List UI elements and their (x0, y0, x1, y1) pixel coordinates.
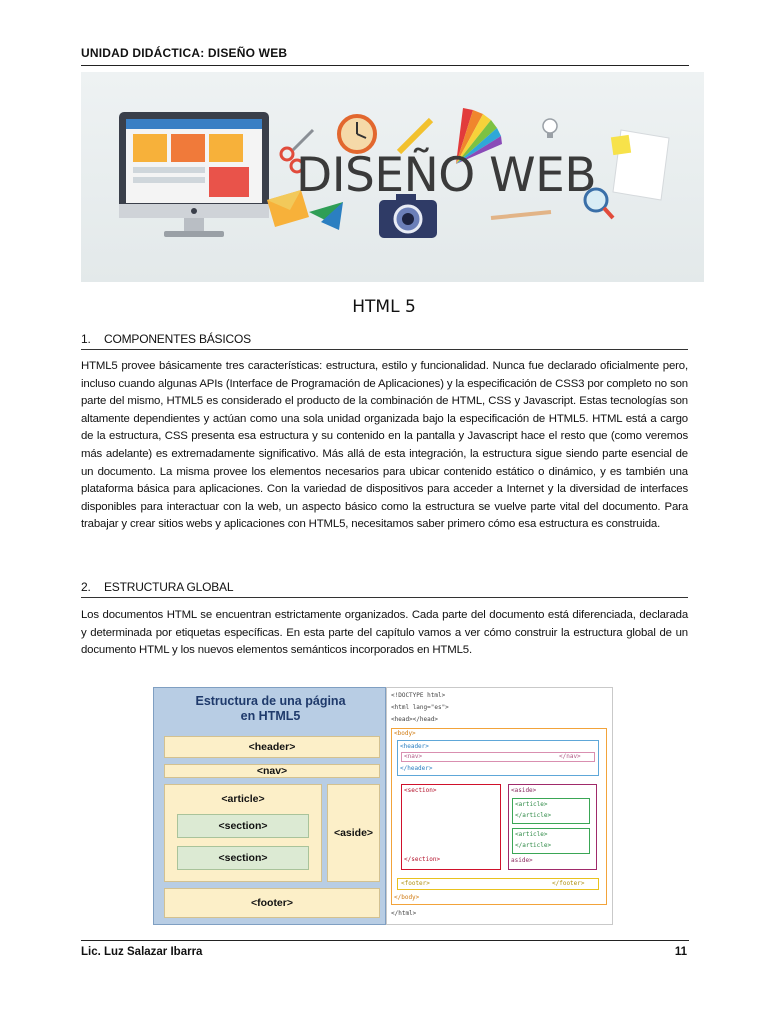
section-heading-text: ESTRUCTURA GLOBAL (104, 580, 234, 594)
code-footer-open: <footer> (401, 880, 430, 887)
code-head: <head></head> (391, 716, 438, 723)
code-article-close-2: </article> (515, 842, 552, 849)
header-divider (81, 65, 689, 66)
scissors-icon (279, 146, 295, 162)
diagram-section-box-1: <section> (177, 814, 309, 838)
code-aside-open: <aside> (511, 787, 537, 794)
code-article-box-1 (512, 798, 590, 824)
banner-illustration (119, 108, 670, 238)
code-aside-box (508, 784, 597, 870)
code-aside-close: aside> (511, 857, 533, 864)
code-article-open-1: <article> (515, 801, 548, 808)
code-doctype: <!DOCTYPE html> (391, 692, 446, 699)
section-number: 1. (81, 332, 91, 346)
html5-structure-diagram: Estructura de una página en HTML5 <heade… (153, 687, 613, 925)
code-section-box (401, 784, 501, 870)
footer-author: Lic. Luz Salazar Ibarra (81, 946, 203, 958)
color-palette-icon (456, 108, 473, 164)
code-footer-close: </footer> (552, 880, 585, 887)
diagram-title-line2: en HTML5 (240, 709, 301, 723)
section-heading-text: COMPONENTES BÁSICOS (104, 332, 251, 346)
section-number: 2. (81, 580, 91, 594)
code-header-close: </header> (400, 765, 433, 772)
diagram-footer-box: <footer> (164, 888, 380, 918)
banner-title: DISEÑO WEB (296, 148, 597, 203)
section-paragraph-1: HTML5 provee básicamente tres caracterís… (81, 360, 688, 531)
section-paragraph-2: Los documentos HTML se encuentran estric… (81, 609, 688, 657)
pencil-icon (396, 117, 434, 155)
code-structure-panel: <!DOCTYPE html> <html lang="es"> <head><… (386, 687, 613, 925)
diagram-nav-box: <nav> (164, 764, 380, 778)
diagram-aside-box: <aside> (327, 784, 380, 882)
code-html-open: <html lang="es"> (391, 704, 449, 711)
section-heading-1: 1. COMPONENTES BÁSICOS (81, 332, 688, 350)
lightbulb-icon (542, 118, 558, 134)
banner-image: DISEÑO WEB (81, 72, 704, 282)
code-section-open: <section> (404, 787, 437, 794)
code-body-box (391, 728, 607, 905)
code-article-box-2 (512, 828, 590, 854)
code-nav-close: </nav> (559, 753, 581, 760)
code-nav-box (401, 752, 595, 762)
document-title: HTML 5 (352, 297, 416, 317)
code-section-close: </section> (404, 856, 441, 863)
code-article-close-1: </article> (515, 812, 552, 819)
code-nav-open: <nav> (404, 753, 423, 760)
section-heading-2: 2. ESTRUCTURA GLOBAL (81, 580, 688, 598)
structure-diagram-panel: Estructura de una página en HTML5 <heade… (153, 687, 386, 925)
code-article-open-2: <article> (515, 831, 548, 838)
diagram-title: Estructura de una página en HTML5 (154, 694, 387, 724)
brush-icon (490, 210, 552, 220)
code-body-open: <body> (394, 730, 416, 737)
code-html-close: </html> (391, 910, 417, 917)
page-header-title: UNIDAD DIDÁCTICA: DISEÑO WEB (81, 46, 288, 60)
magnifier-icon (583, 187, 609, 213)
code-header-open: <header> (400, 743, 429, 750)
footer-divider (81, 940, 689, 941)
code-header-box (397, 740, 599, 776)
diagram-header-box: <header> (164, 736, 380, 758)
page-number: 11 (674, 946, 687, 958)
diagram-title-line1: Estructura de una página (195, 694, 346, 708)
diagram-article-label: <article> (221, 793, 265, 805)
diagram-section-box-2: <section> (177, 846, 309, 870)
code-body-close: </body> (394, 894, 420, 901)
code-footer-box (397, 878, 599, 890)
